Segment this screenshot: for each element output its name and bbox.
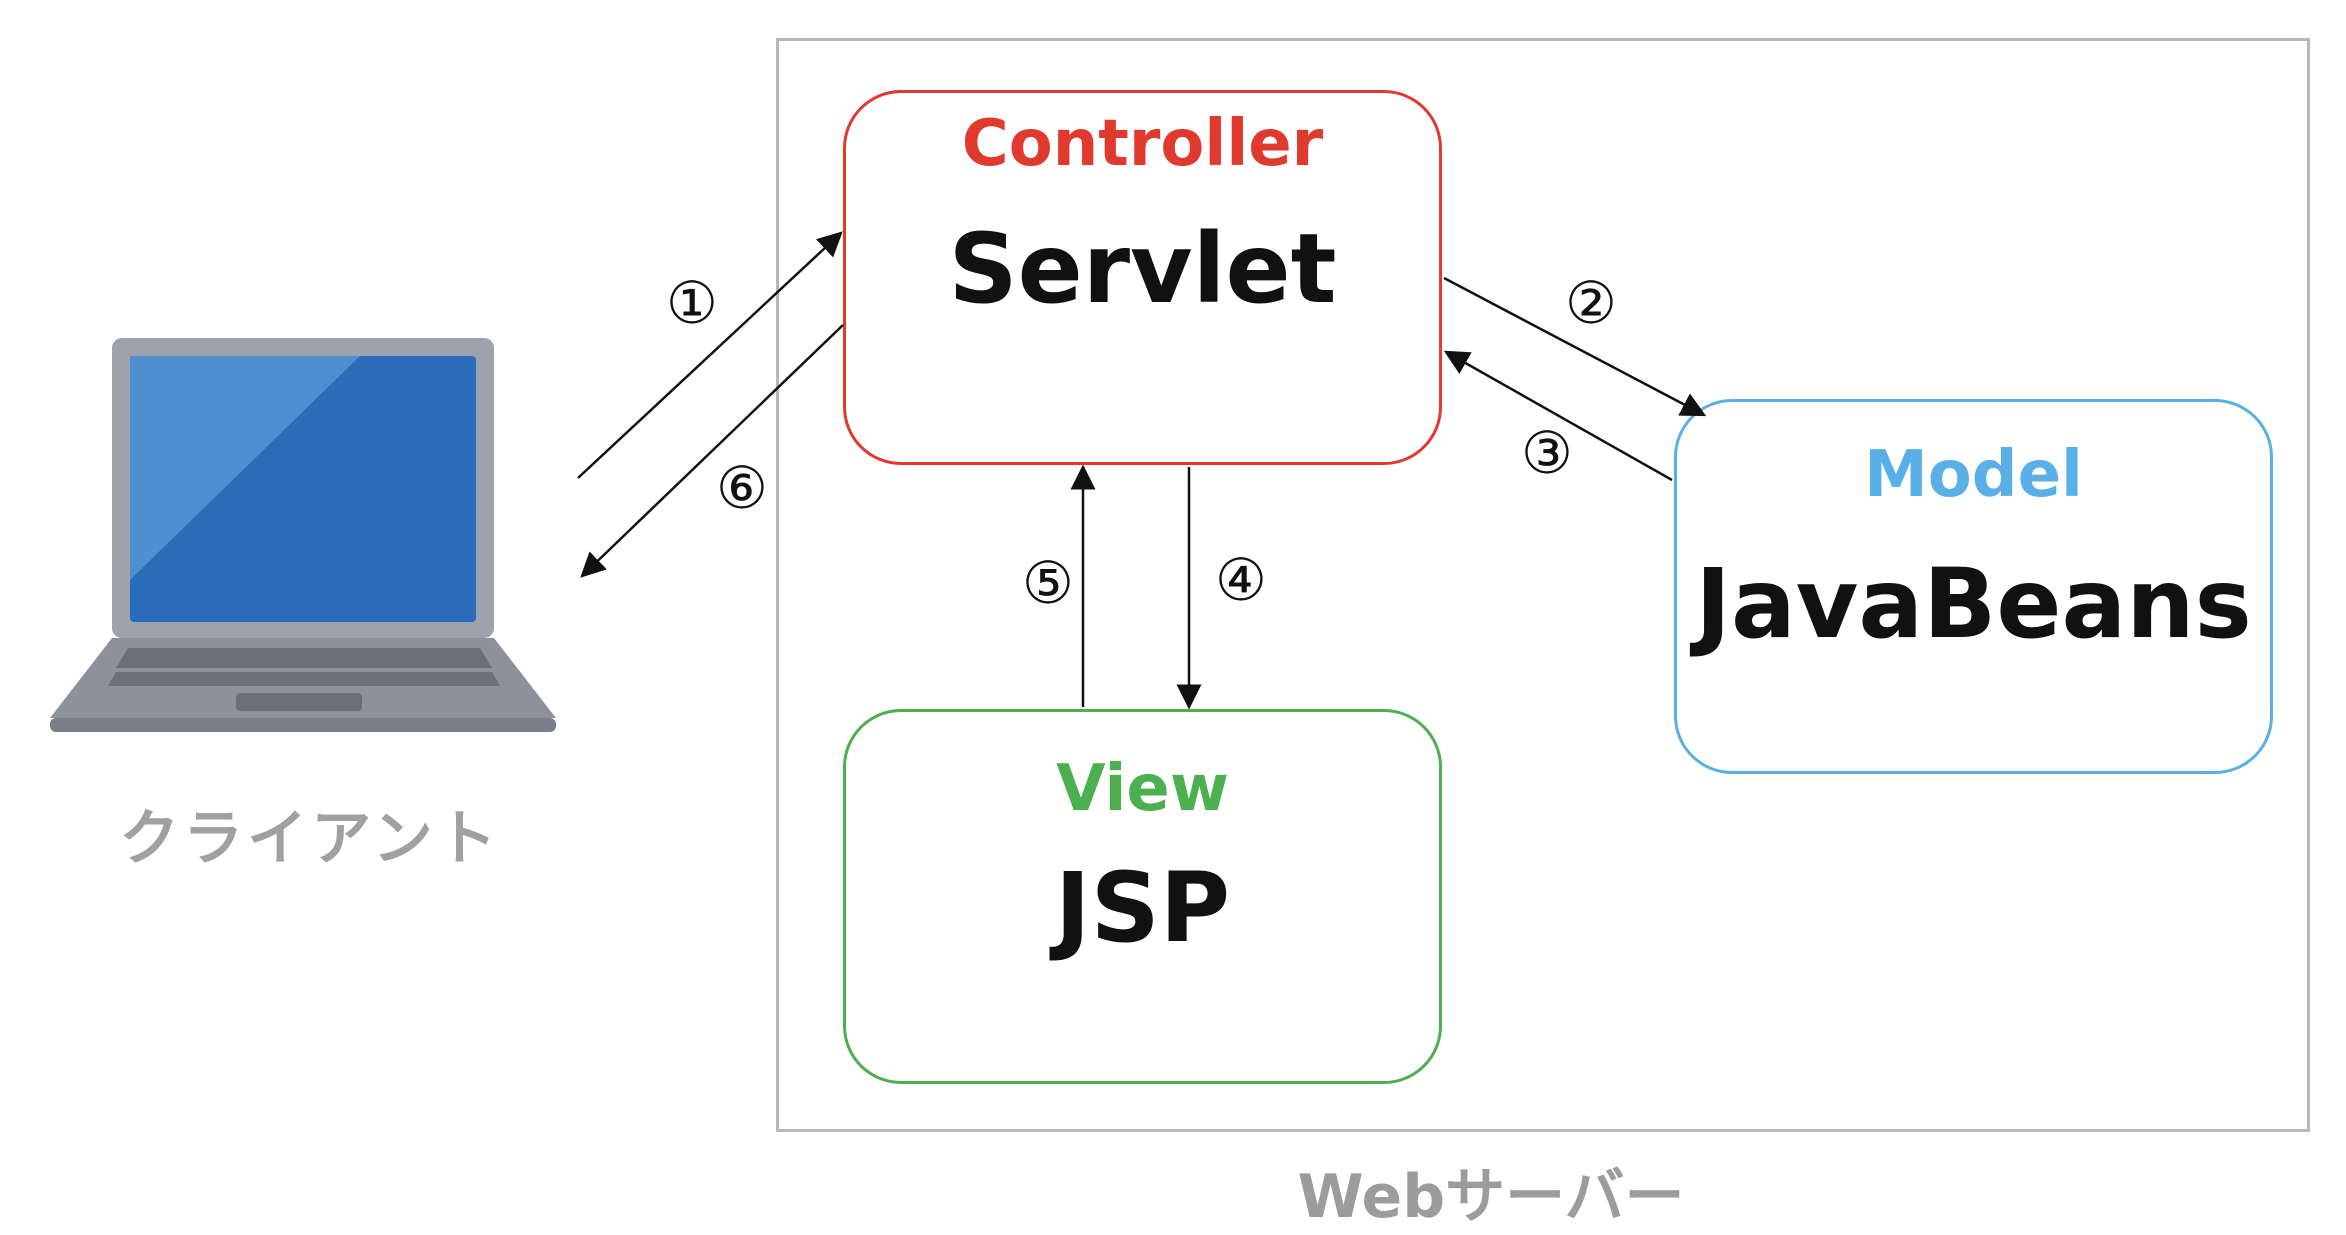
step-1-label: ① <box>666 269 718 337</box>
servlet-label: Servlet <box>948 213 1337 325</box>
view-box: View JSP <box>843 709 1442 1084</box>
step-5-label: ⑤ <box>1022 549 1074 617</box>
step-2-label: ② <box>1565 269 1617 337</box>
arrow-step-3 <box>1443 350 1673 482</box>
step-3-label: ③ <box>1521 419 1573 487</box>
arrow-step-2 <box>1443 276 1707 417</box>
laptop-base-edge <box>50 718 556 732</box>
step-4-label: ④ <box>1215 546 1267 614</box>
keyboard-row <box>116 648 492 668</box>
jsp-label: JSP <box>1054 852 1231 964</box>
client-label: クライアント <box>119 804 501 874</box>
view-role-label: View <box>1056 752 1229 826</box>
arrow-step-6 <box>580 324 844 578</box>
step-6-label: ⑥ <box>716 454 768 522</box>
web-server-label: Webサーバー <box>1297 1162 1685 1232</box>
screen-glare <box>130 356 360 580</box>
web-server-frame <box>776 38 2310 1132</box>
controller-role-label: Controller <box>961 107 1324 181</box>
trackpad <box>236 693 362 711</box>
javabeans-label: JavaBeans <box>1695 548 2252 660</box>
model-role-label: Model <box>1864 438 2083 512</box>
controller-box: Controller Servlet <box>843 90 1442 465</box>
keyboard-row <box>108 672 500 686</box>
arrow-step-1 <box>577 231 843 479</box>
model-box: Model JavaBeans <box>1674 399 2273 774</box>
